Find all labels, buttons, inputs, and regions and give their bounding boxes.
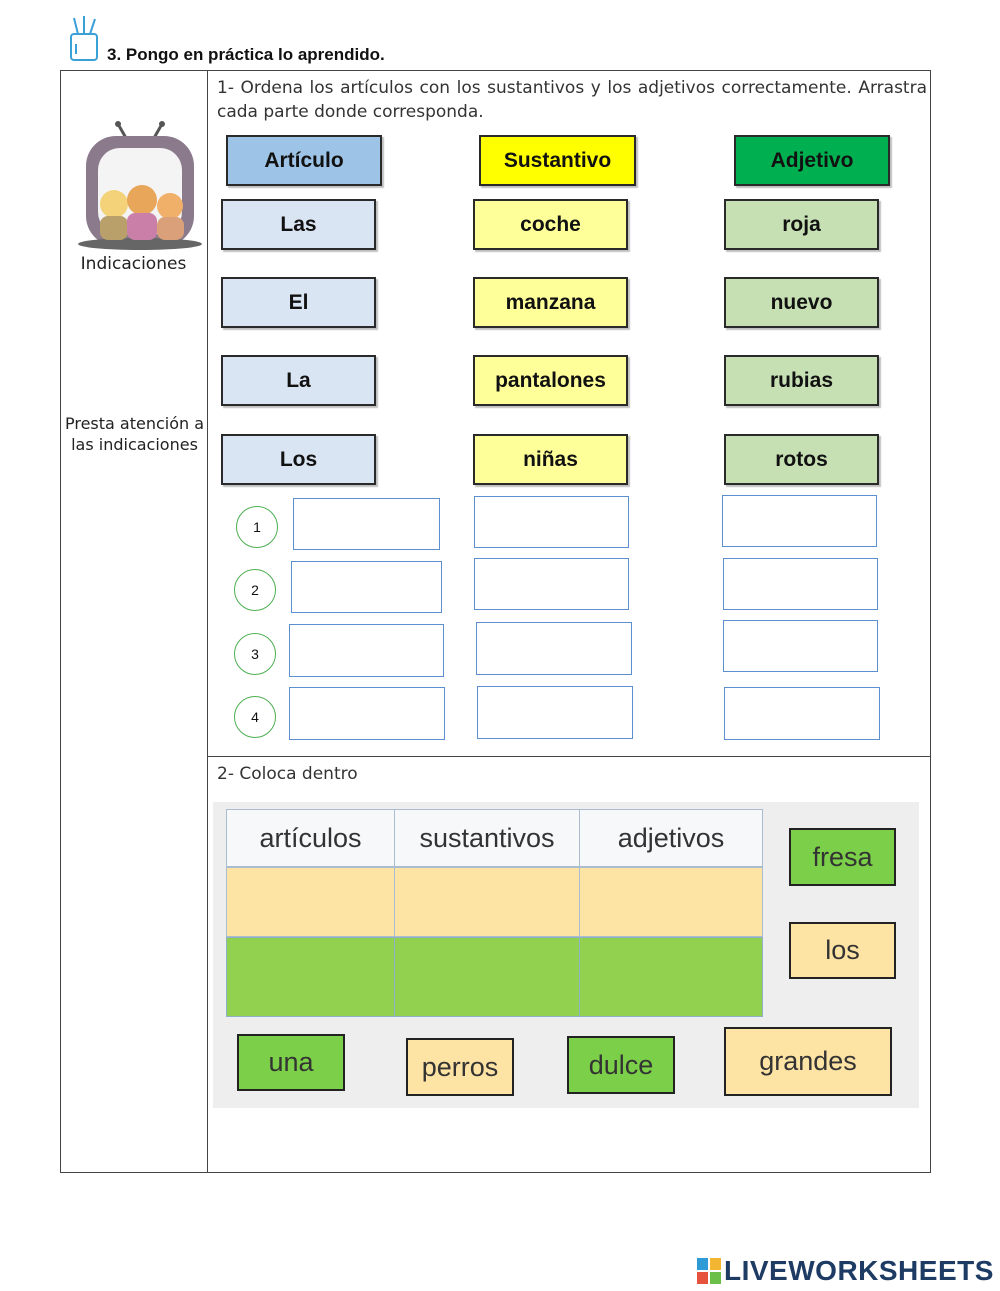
attention-note: Presta atención a las indicaciones (64, 414, 205, 454)
article-tile[interactable]: La (221, 355, 376, 406)
liveworksheets-logo: LIVEWORKSHEETS (724, 1255, 994, 1286)
adjective-tile[interactable]: rubias (724, 355, 879, 406)
pencil-cup-icon (68, 14, 102, 62)
adjetivos-drop-cell[interactable] (579, 867, 763, 937)
adjective-drop-zone[interactable] (722, 495, 877, 547)
row-divider (207, 756, 931, 757)
classification-table: artículos sustantivos adjetivos (226, 809, 763, 1017)
word-tile-los[interactable]: los (789, 922, 896, 979)
exercise2-instruction: 2- Coloca dentro (217, 764, 358, 784)
noun-tile[interactable]: coche (473, 199, 628, 250)
noun-tile[interactable]: niñas (473, 434, 628, 485)
adjective-drop-zone[interactable] (723, 620, 878, 672)
noun-tile[interactable]: manzana (473, 277, 628, 328)
header-sustantivo: Sustantivo (479, 135, 636, 186)
article-drop-zone[interactable] (291, 561, 442, 613)
article-drop-zone[interactable] (289, 687, 445, 740)
article-tile[interactable]: Los (221, 434, 376, 485)
column-header-adjetivos: adjetivos (579, 809, 763, 867)
article-tile[interactable]: El (221, 277, 376, 328)
article-drop-zone[interactable] (293, 498, 440, 550)
column-divider (207, 70, 208, 1173)
adjetivos-drop-cell[interactable] (579, 937, 763, 1017)
column-header-sustantivos: sustantivos (394, 809, 580, 867)
column-header-articulos: artículos (226, 809, 395, 867)
word-tile-dulce[interactable]: dulce (567, 1036, 675, 1094)
kids-watching-tv-illustration (74, 120, 206, 250)
word-tile-una[interactable]: una (237, 1034, 345, 1091)
section-title: 3. Pongo en práctica lo aprendido. (107, 45, 385, 64)
adjective-drop-zone[interactable] (724, 687, 880, 740)
noun-drop-zone[interactable] (476, 622, 632, 675)
article-drop-zone[interactable] (289, 624, 444, 677)
header-articulo: Artículo (226, 135, 382, 186)
noun-drop-zone[interactable] (474, 558, 629, 610)
exercise1-instruction: 1- Ordena los artículos con los sustanti… (217, 78, 927, 122)
noun-tile[interactable]: pantalones (473, 355, 628, 406)
row-number-badge: 3 (234, 633, 276, 675)
header-adjetivo: Adjetivo (734, 135, 890, 186)
adjective-tile[interactable]: rotos (724, 434, 879, 485)
liveworksheets-logo-icon (697, 1258, 721, 1284)
adjective-drop-zone[interactable] (723, 558, 878, 610)
sustantivos-drop-cell[interactable] (394, 867, 580, 937)
article-tile[interactable]: Las (221, 199, 376, 250)
word-tile-fresa[interactable]: fresa (789, 828, 896, 886)
row-number-badge: 2 (234, 569, 276, 611)
row-number-badge: 4 (234, 696, 276, 738)
adjective-tile[interactable]: roja (724, 199, 879, 250)
word-tile-grandes[interactable]: grandes (724, 1027, 892, 1096)
noun-drop-zone[interactable] (477, 686, 633, 739)
sustantivos-drop-cell[interactable] (394, 937, 580, 1017)
articulos-drop-cell[interactable] (226, 937, 395, 1017)
word-tile-perros[interactable]: perros (406, 1038, 514, 1096)
noun-drop-zone[interactable] (474, 496, 629, 548)
indications-label: Indicaciones (80, 254, 187, 274)
articulos-drop-cell[interactable] (226, 867, 395, 937)
worksheet-frame (60, 70, 931, 1173)
adjective-tile[interactable]: nuevo (724, 277, 879, 328)
row-number-badge: 1 (236, 506, 278, 548)
